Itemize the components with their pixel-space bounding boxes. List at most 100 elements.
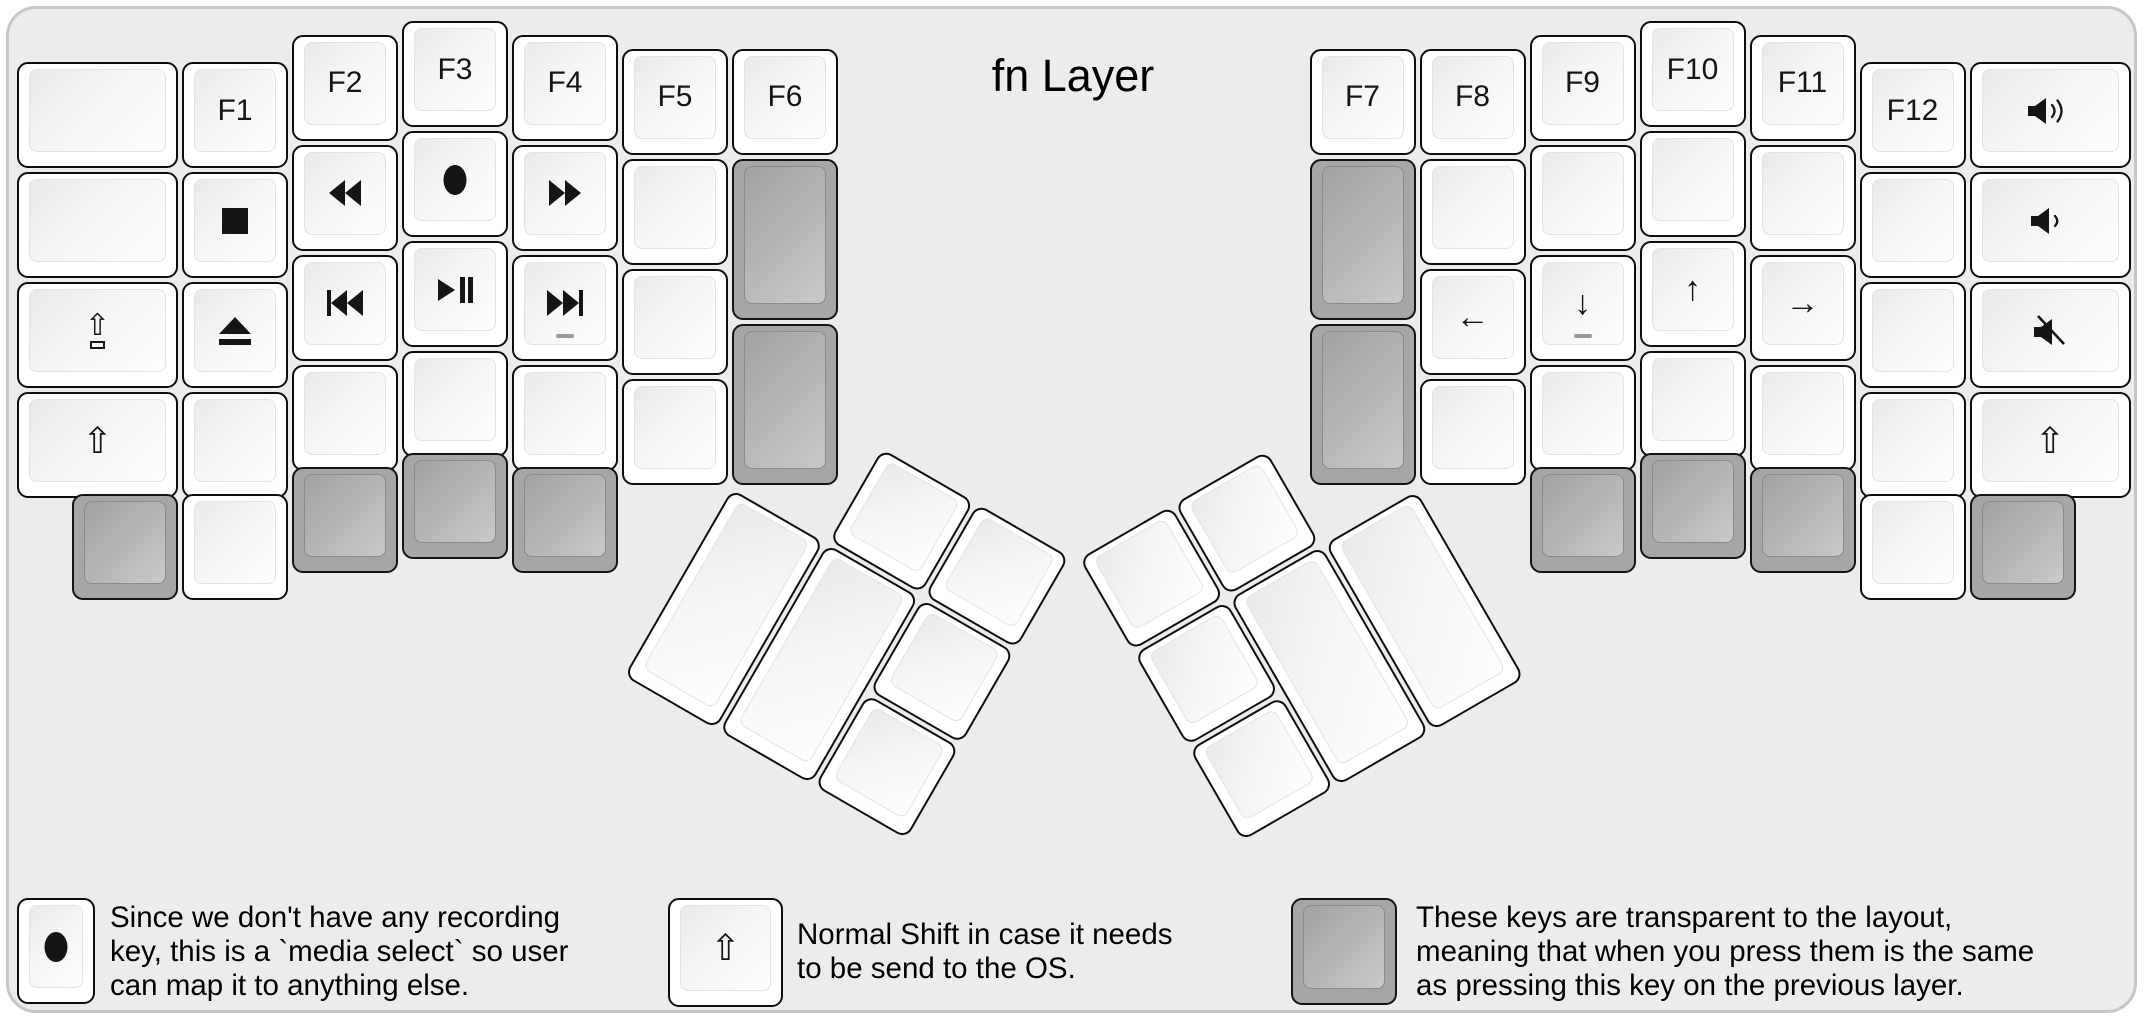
key-blank[interactable] xyxy=(17,62,178,169)
key-blank[interactable] xyxy=(1639,131,1746,237)
key-blank[interactable] xyxy=(1529,144,1636,251)
key-blank[interactable] xyxy=(1969,494,2076,600)
key-f12[interactable]: F12 xyxy=(1859,62,1966,169)
keytop: F4 xyxy=(524,41,606,125)
key-blank[interactable] xyxy=(1639,351,1746,457)
legend-key-record xyxy=(17,898,95,1004)
key-blank[interactable] xyxy=(72,494,178,600)
key-label: F5 xyxy=(657,80,693,113)
key-blank[interactable] xyxy=(1859,494,1966,600)
key-blank[interactable] xyxy=(182,494,288,600)
keytop: F1 xyxy=(194,69,276,153)
key-f2[interactable]: F2 xyxy=(292,34,398,141)
key-caps-lock[interactable]: ⇧ xyxy=(17,282,178,389)
key-blank[interactable] xyxy=(1859,172,1966,279)
key-blank[interactable] xyxy=(512,466,618,573)
key-arrow-down[interactable]: ↓ xyxy=(1529,254,1636,361)
keytop xyxy=(1981,501,2064,584)
key-shift[interactable]: ⇧ xyxy=(1969,392,2131,499)
key-f5[interactable]: F5 xyxy=(622,48,728,155)
key-rewind[interactable] xyxy=(292,144,398,251)
key-f3[interactable]: F3 xyxy=(402,21,508,127)
keytop xyxy=(304,473,386,557)
keytop xyxy=(1761,371,1844,455)
key-blank[interactable] xyxy=(732,323,838,485)
key-blank[interactable] xyxy=(1309,158,1416,320)
keytop: F2 xyxy=(304,41,386,125)
keytop xyxy=(1981,289,2119,373)
keytop xyxy=(194,289,276,373)
key-f11[interactable]: F11 xyxy=(1749,34,1856,141)
keytop: ↑ xyxy=(1651,248,1734,331)
key-blank[interactable] xyxy=(182,392,288,499)
key-blank[interactable] xyxy=(292,364,398,471)
layer-title: fn Layer xyxy=(991,50,1155,101)
key-blank[interactable] xyxy=(1419,378,1526,485)
key-volume-down[interactable] xyxy=(1969,172,2131,279)
keytop xyxy=(1871,289,1954,373)
record-icon xyxy=(442,164,468,196)
record-icon xyxy=(43,931,69,963)
legend-line: Since we don't have any recording xyxy=(110,900,561,934)
key-arrow-left[interactable]: ← xyxy=(1419,268,1526,375)
key-f9[interactable]: F9 xyxy=(1529,34,1636,141)
key-volume-up[interactable] xyxy=(1969,62,2131,169)
key-record[interactable] xyxy=(402,131,508,237)
keytop: ↓ xyxy=(1541,261,1624,345)
key-f7[interactable]: F7 xyxy=(1309,48,1416,155)
keytop xyxy=(1541,151,1624,235)
key-blank[interactable] xyxy=(1529,466,1636,573)
key-f6[interactable]: F6 xyxy=(732,48,838,155)
key-next-track[interactable] xyxy=(512,254,618,361)
key-blank[interactable] xyxy=(1859,392,1966,499)
key-f10[interactable]: F10 xyxy=(1639,21,1746,127)
keytop xyxy=(1651,358,1734,441)
key-prev-track[interactable] xyxy=(292,254,398,361)
key-f4[interactable]: F4 xyxy=(512,34,618,141)
keytop xyxy=(194,399,276,483)
key-mute[interactable] xyxy=(1969,282,2131,389)
keytop xyxy=(414,138,496,221)
key-arrow-up[interactable]: ↑ xyxy=(1639,241,1746,347)
key-blank[interactable] xyxy=(1749,144,1856,251)
key-label: F8 xyxy=(1454,80,1490,113)
key-blank[interactable] xyxy=(622,158,728,265)
key-f8[interactable]: F8 xyxy=(1419,48,1526,155)
legend-text-normal-shift: Normal Shift in case it needs to be send… xyxy=(797,898,1172,1005)
key-label: F1 xyxy=(217,93,253,127)
key-stop[interactable] xyxy=(182,172,288,279)
keytop xyxy=(414,459,496,543)
key-blank[interactable] xyxy=(292,466,398,573)
key-f1[interactable]: F1 xyxy=(182,62,288,169)
key-eject[interactable] xyxy=(182,282,288,389)
key-blank[interactable] xyxy=(1859,282,1966,389)
caps-lock-icon: ⇧ xyxy=(85,311,110,350)
keytop: ← xyxy=(1431,275,1514,359)
key-fast-forward[interactable] xyxy=(512,144,618,251)
key-blank[interactable] xyxy=(1309,323,1416,485)
key-blank[interactable] xyxy=(1639,452,1746,559)
key-blank[interactable] xyxy=(402,452,508,559)
key-blank[interactable] xyxy=(512,364,618,471)
keytop xyxy=(1651,459,1734,543)
key-blank[interactable] xyxy=(622,378,728,485)
key-label: F11 xyxy=(1777,66,1828,100)
prev-track-icon xyxy=(326,290,364,317)
keytop xyxy=(1321,330,1404,469)
key-blank[interactable] xyxy=(732,158,838,320)
legend-line: These keys are transparent to the layout… xyxy=(1416,900,1953,934)
key-arrow-right[interactable]: → xyxy=(1749,254,1856,361)
key-blank[interactable] xyxy=(402,351,508,457)
key-play-pause[interactable] xyxy=(402,241,508,347)
key-blank[interactable] xyxy=(1749,466,1856,573)
key-blank[interactable] xyxy=(1749,364,1856,471)
key-blank[interactable] xyxy=(17,172,178,279)
key-shift[interactable]: ⇧ xyxy=(17,392,178,499)
eject-icon xyxy=(218,316,252,345)
key-blank[interactable] xyxy=(1419,158,1526,265)
keytop: ⇧ xyxy=(1981,399,2119,483)
key-blank[interactable] xyxy=(622,268,728,375)
key-blank[interactable] xyxy=(1529,364,1636,471)
keytop xyxy=(634,275,716,359)
